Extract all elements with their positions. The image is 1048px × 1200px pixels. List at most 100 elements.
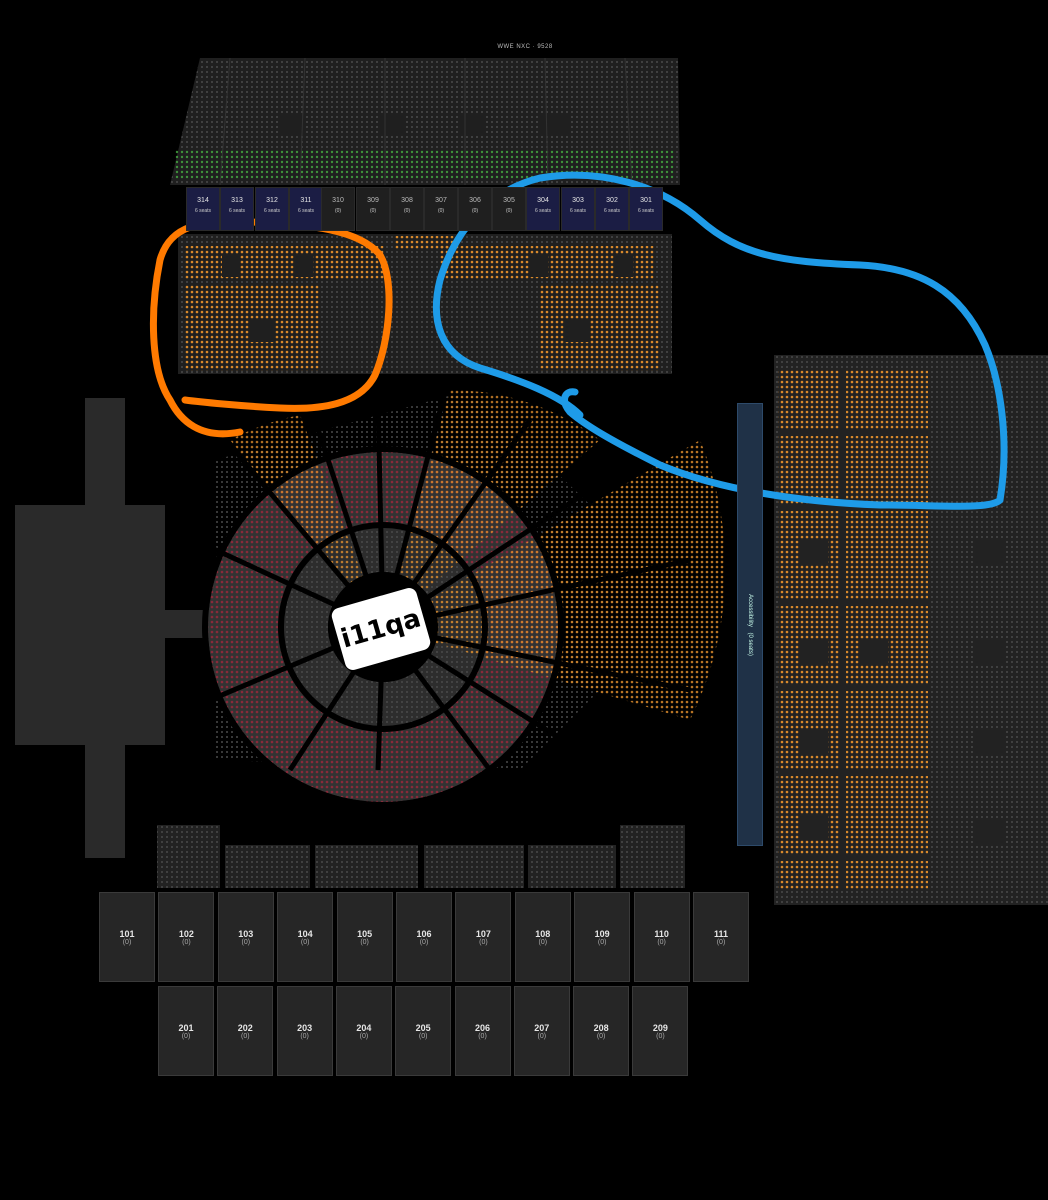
section-number: 301 xyxy=(640,197,652,204)
section-205[interactable]: 205(0) xyxy=(395,986,452,1076)
section-206[interactable]: 206(0) xyxy=(454,986,511,1076)
section-302[interactable]: 302 6 seats xyxy=(595,187,629,231)
section-seat-count: (0) xyxy=(181,1033,191,1040)
section-109[interactable]: 109(0) xyxy=(574,892,631,982)
section-303[interactable]: 303 6 seats xyxy=(561,187,595,231)
section-102[interactable]: 102(0) xyxy=(158,892,215,982)
section-number: 202 xyxy=(237,1023,253,1033)
section-number: 310 xyxy=(332,197,344,204)
section-207[interactable]: 207(0) xyxy=(513,986,570,1076)
section-106[interactable]: 106(0) xyxy=(396,892,452,982)
section-seat-count: (0) xyxy=(437,208,445,214)
section-202[interactable]: 202(0) xyxy=(217,986,274,1076)
section-number: 208 xyxy=(593,1023,609,1033)
section-number: 305 xyxy=(503,197,515,204)
section-seat-count: (0) xyxy=(657,939,666,946)
section-seat-count: (0) xyxy=(478,1033,487,1040)
lower-floor-blocks[interactable] xyxy=(157,825,685,888)
section-number: 306 xyxy=(469,197,481,204)
section-number: 309 xyxy=(367,197,379,204)
section-seat-count: (0) xyxy=(403,208,411,214)
section-number: 107 xyxy=(475,929,491,939)
section-310[interactable]: 310 (0) xyxy=(321,187,355,231)
section-203[interactable]: 203(0) xyxy=(276,986,333,1076)
section-110[interactable]: 110(0) xyxy=(633,892,690,982)
accessibility-label: Accessibility (0 seats) xyxy=(747,593,753,656)
section-209[interactable]: 209(0) xyxy=(632,986,689,1076)
section-seat-count: (0) xyxy=(716,939,726,946)
section-number: 303 xyxy=(572,197,584,204)
section-seat-count: (0) xyxy=(360,939,369,946)
section-seat-count: (0) xyxy=(656,1033,665,1040)
section-seat-count: (0) xyxy=(241,939,251,946)
section-number: 204 xyxy=(356,1023,372,1033)
section-111[interactable]: 111(0) xyxy=(693,892,749,982)
section-seat-count: 6 seats xyxy=(534,208,552,214)
section-108[interactable]: 108(0) xyxy=(514,892,571,982)
section-seat-count: (0) xyxy=(334,208,342,214)
section-308[interactable]: 308(0) xyxy=(390,187,424,231)
accessibility-section[interactable]: Accessibility (0 seats) xyxy=(737,403,763,846)
section-seat-count: (0) xyxy=(479,939,488,946)
stage-label: WWE NXC · 9528 xyxy=(497,44,553,50)
section-seat-count: (0) xyxy=(369,208,377,214)
section-number: 101 xyxy=(119,929,135,939)
section-number: 205 xyxy=(415,1023,431,1033)
section-number: 109 xyxy=(594,929,610,939)
section-305[interactable]: 305 (0) xyxy=(492,187,526,231)
section-seat-count: (0) xyxy=(505,208,513,214)
section-seat-count: (0) xyxy=(418,1033,428,1040)
section-313[interactable]: 313 6 seats xyxy=(220,187,254,231)
section-309[interactable]: 309 (0) xyxy=(356,187,390,231)
section-number: 307 xyxy=(435,197,447,204)
section-number: 106 xyxy=(416,929,432,939)
section-number: 302 xyxy=(606,197,618,204)
section-seat-count: (0) xyxy=(471,208,479,214)
section-number: 207 xyxy=(534,1023,550,1033)
section-seat-count: 6 seats xyxy=(297,208,315,214)
section-number: 103 xyxy=(238,929,254,939)
section-number: 314 xyxy=(197,197,209,204)
section-107[interactable]: 107(0) xyxy=(455,892,512,982)
section-number: 304 xyxy=(537,197,549,204)
section-seat-count: (0) xyxy=(359,1033,369,1040)
section-seat-count: 6 seats xyxy=(569,208,587,214)
section-seat-count: (0) xyxy=(538,939,548,946)
section-number: 201 xyxy=(178,1023,194,1033)
section-306[interactable]: 306 (0) xyxy=(458,187,492,231)
section-seat-count: (0) xyxy=(300,939,310,946)
section-204[interactable]: 204(0) xyxy=(335,986,392,1076)
section-208[interactable]: 208(0) xyxy=(573,986,630,1076)
section-seat-count: (0) xyxy=(182,939,191,946)
section-seat-count: (0) xyxy=(596,1033,606,1040)
section-seat-count: (0) xyxy=(597,939,607,946)
section-number: 105 xyxy=(357,929,373,939)
section-105[interactable]: 105(0) xyxy=(336,892,393,982)
section-number: 108 xyxy=(535,929,551,939)
section-seat-count: (0) xyxy=(241,1033,250,1040)
section-seat-count: (0) xyxy=(122,939,132,946)
section-number: 110 xyxy=(654,929,669,939)
section-number: 312 xyxy=(266,197,278,204)
section-103[interactable]: 103(0) xyxy=(217,892,274,982)
section-number: 111 xyxy=(713,929,729,939)
section-101[interactable]: 101(0) xyxy=(99,892,155,982)
section-number: 203 xyxy=(297,1023,313,1033)
section-seat-count: 6 seats xyxy=(603,208,621,214)
section-number: 209 xyxy=(652,1023,668,1033)
section-number: 104 xyxy=(297,929,313,939)
section-307[interactable]: 307 (0) xyxy=(424,187,458,231)
section-104[interactable]: 104(0) xyxy=(277,892,334,982)
section-number: 313 xyxy=(231,197,243,204)
section-seat-count: 6 seats xyxy=(228,208,246,214)
section-number: 206 xyxy=(474,1023,491,1033)
section-201[interactable]: 201(0) xyxy=(158,986,214,1076)
section-seat-count: (0) xyxy=(419,939,429,946)
section-304[interactable]: 304 6 seats xyxy=(526,187,560,231)
section-number: 102 xyxy=(178,929,194,939)
blue-annotation-circle xyxy=(432,171,1008,510)
